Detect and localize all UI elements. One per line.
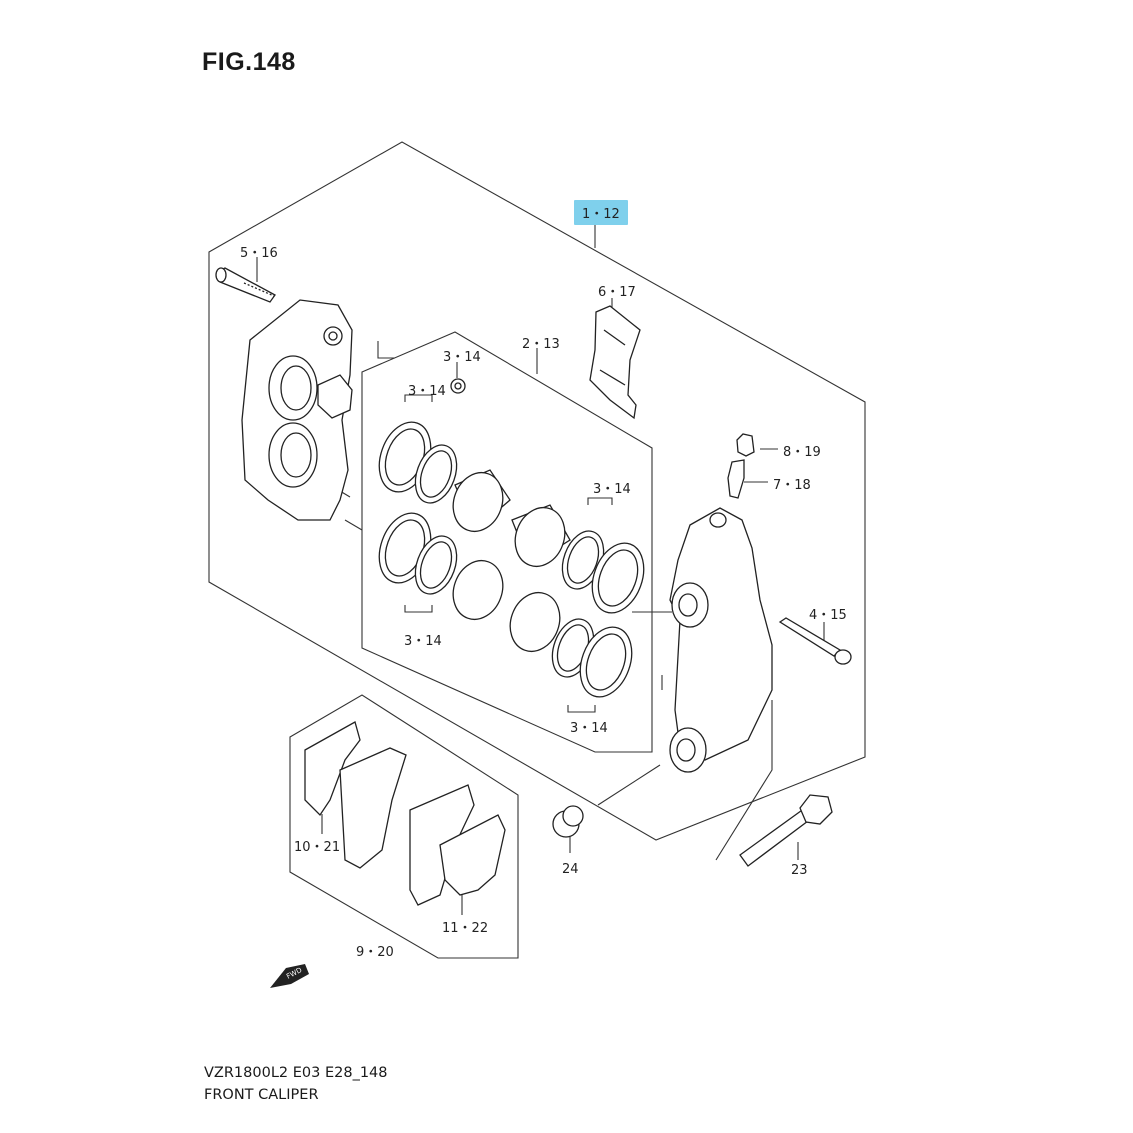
piston-set-outline bbox=[361, 331, 653, 753]
pistons-and-seals bbox=[378, 378, 645, 698]
callout-4-15[interactable]: 4・15 bbox=[809, 608, 847, 623]
callout-10-21[interactable]: 10・21 bbox=[294, 840, 341, 855]
callout-23[interactable]: 23 bbox=[791, 863, 808, 878]
caliper-assembly-outline bbox=[208, 141, 866, 841]
callout-3-14-left-upper[interactable]: 3・14 bbox=[408, 384, 446, 399]
callout-11-22[interactable]: 11・22 bbox=[442, 921, 489, 936]
pad-set-outline bbox=[289, 694, 519, 959]
callout-24[interactable]: 24 bbox=[562, 862, 579, 877]
callout-7-18[interactable]: 7・18 bbox=[773, 478, 811, 493]
callout-3-14-left-lower[interactable]: 3・14 bbox=[404, 634, 442, 649]
brake-pads bbox=[304, 721, 506, 906]
figure-title: FIG.148 bbox=[202, 48, 296, 76]
callout-3-14-top[interactable]: 3・14 bbox=[443, 350, 481, 365]
collar bbox=[552, 805, 584, 838]
caliper-bolt-right bbox=[778, 617, 852, 665]
section-name: FRONT CALIPER bbox=[204, 1087, 319, 1103]
caliper-bolt-left bbox=[215, 267, 276, 303]
callout-3-14-right-upper[interactable]: 3・14 bbox=[593, 482, 631, 497]
bleeder-valve-and-cap bbox=[727, 433, 755, 499]
caliper-mounting-bolt bbox=[739, 794, 833, 867]
model-code: VZR1800L2 E03 E28_148 bbox=[204, 1065, 388, 1081]
callout-9-20[interactable]: 9・20 bbox=[356, 945, 394, 960]
callout-5-16[interactable]: 5・16 bbox=[240, 246, 278, 261]
pad-spring bbox=[589, 305, 641, 420]
callout-3-14-right-lower[interactable]: 3・14 bbox=[570, 721, 608, 736]
callout-8-19[interactable]: 8・19 bbox=[783, 445, 821, 460]
callout-2-13[interactable]: 2・13 bbox=[522, 337, 560, 352]
callout-1-12[interactable]: 1・12 bbox=[574, 200, 628, 225]
forward-arrow-icon: FWD bbox=[270, 964, 309, 988]
callout-6-17[interactable]: 6・17 bbox=[598, 285, 636, 300]
left-caliper-half bbox=[241, 299, 353, 521]
right-caliper-half bbox=[669, 507, 773, 773]
